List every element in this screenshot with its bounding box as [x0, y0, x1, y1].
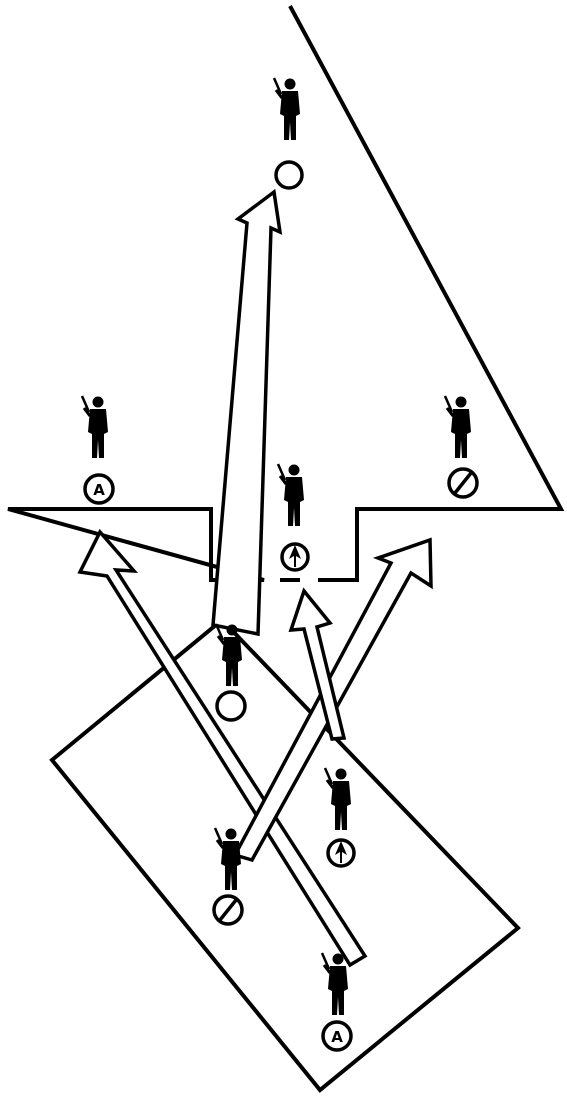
soldier-box-rear: [320, 951, 350, 1017]
soldier-wedge-center: [276, 462, 306, 528]
soldier-box-left-middle: [213, 826, 243, 892]
soldier-wedge-point: [272, 76, 302, 142]
letter-a-label: A: [331, 1028, 343, 1046]
soldier-box-right-middle: [323, 766, 353, 832]
movement-arrow-to-center: [288, 587, 347, 741]
letter-a-label: A: [93, 481, 105, 499]
open-circle-symbol: [274, 160, 304, 190]
movement-arrow-to-point: [211, 188, 283, 637]
letter-a-symbol: A: [83, 473, 115, 505]
soldier-box-front: [214, 622, 244, 688]
slashed-circle-symbol: [447, 467, 479, 499]
letter-a-symbol: A: [321, 1020, 353, 1052]
arrow-head-symbol: [326, 838, 356, 868]
soldier-wedge-left-flank: [80, 394, 110, 460]
arrow-head-symbol: [280, 542, 310, 572]
soldier-wedge-right-flank: [443, 394, 473, 460]
movement-arrow-to-left-flank: [77, 528, 368, 968]
slashed-circle-symbol: [212, 894, 244, 926]
open-circle-symbol: [215, 690, 247, 722]
